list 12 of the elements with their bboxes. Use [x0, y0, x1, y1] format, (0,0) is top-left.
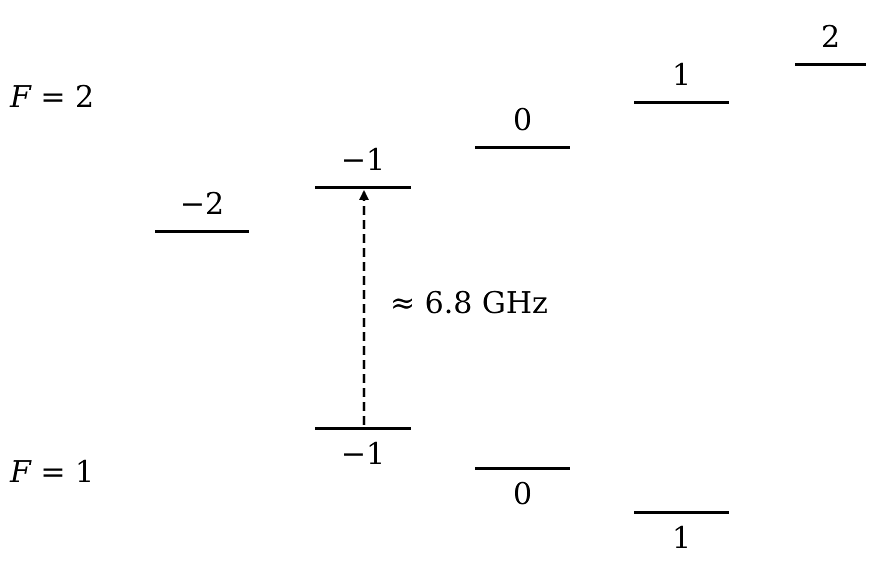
level-label: −2 [180, 187, 224, 223]
level-label: 1 [672, 58, 692, 94]
level-group-label: F = 2 [10, 80, 94, 115]
level-label: 1 [672, 521, 692, 557]
level-group-label: F = 1 [10, 455, 94, 490]
arrow [359, 190, 369, 425]
level-label: −1 [340, 437, 386, 473]
level-label: 2 [820, 20, 840, 56]
level-label: −1 [340, 143, 386, 179]
level-label: 0 [512, 477, 532, 513]
edge-label: ≈ 6.8 GHz [390, 286, 548, 321]
level-label: 0 [512, 103, 532, 139]
